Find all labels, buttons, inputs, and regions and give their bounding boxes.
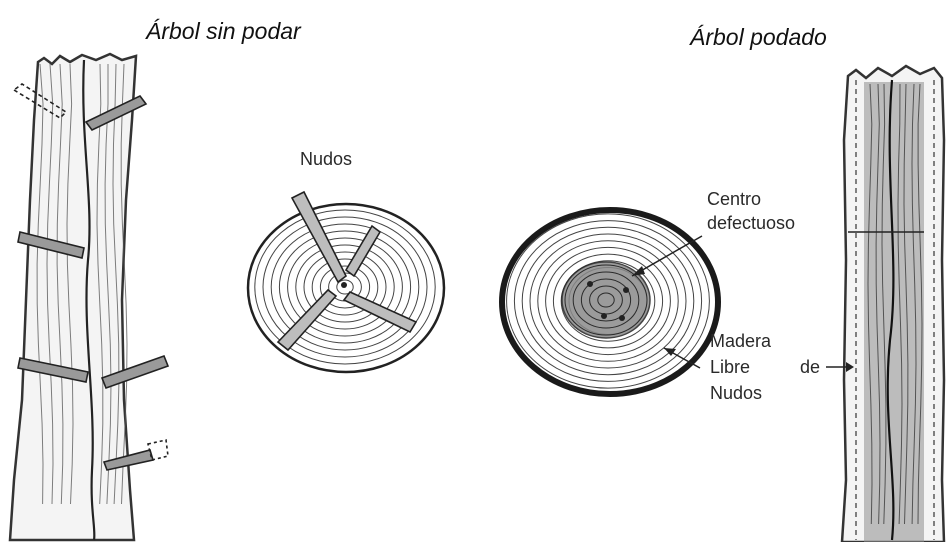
clear-wood-label-line1: Madera xyxy=(710,331,772,351)
wood-grain-line xyxy=(120,63,128,505)
growth-ring xyxy=(336,279,354,295)
growth-ring xyxy=(262,216,428,358)
defective-core xyxy=(561,261,651,339)
growth-ring xyxy=(545,246,671,356)
wood-grain-line xyxy=(66,63,74,505)
growth-ring xyxy=(287,237,403,337)
defective-center-label-line1: Centro xyxy=(707,189,762,209)
clear-wood-label-line2-suffix: de xyxy=(800,357,821,377)
growth-ring xyxy=(270,223,420,351)
branch-stub xyxy=(84,94,148,132)
wood-grain-line xyxy=(881,83,887,525)
wood-grain-line xyxy=(46,63,54,505)
knots-label: Nudos xyxy=(300,149,353,169)
branch-stub xyxy=(12,83,68,120)
growth-ring xyxy=(311,258,379,316)
wood-grain-line xyxy=(96,63,104,505)
wood-grain-line xyxy=(903,83,909,525)
wood-grain-line xyxy=(56,63,64,505)
clear-wood-label-line2: Libre xyxy=(710,357,751,377)
growth-ring xyxy=(597,292,615,308)
wood-grain-line xyxy=(875,83,881,525)
wood-grain-line xyxy=(917,83,923,525)
growth-ring xyxy=(552,253,664,349)
wood-grain-line xyxy=(36,63,44,505)
growth-ring xyxy=(564,264,648,336)
wood-grain-line xyxy=(112,63,120,505)
growth-ring xyxy=(560,260,656,342)
pruned-trunk xyxy=(840,64,946,542)
growth-ring xyxy=(278,230,412,344)
clear-wood-label-line3: Nudos xyxy=(710,383,763,403)
wood-grain-line xyxy=(104,64,112,505)
growth-ring xyxy=(295,244,395,330)
branch-stub xyxy=(100,354,170,390)
growth-ring xyxy=(254,209,436,365)
growth-ring xyxy=(513,220,703,382)
defective-center-arrow xyxy=(631,235,703,277)
wood-grain-line xyxy=(867,83,873,525)
wood-grain-line xyxy=(911,83,917,525)
unpruned-cross-section xyxy=(246,190,446,374)
branch-stub xyxy=(17,231,85,259)
unpruned-trunk-branches xyxy=(12,83,170,471)
knot-branches xyxy=(276,190,418,352)
unpruned-tree-title: Árbol sin podar xyxy=(146,18,301,44)
pruned-tree-title: Árbol podado xyxy=(690,24,827,50)
growth-ring xyxy=(303,251,387,323)
growth-ring xyxy=(319,265,371,309)
branch-stub xyxy=(17,357,89,383)
growth-ring xyxy=(506,213,710,389)
unpruned-trunk xyxy=(8,52,138,542)
branch-stub xyxy=(147,439,169,461)
wood-grain-line xyxy=(897,83,903,525)
pruned-cross-section xyxy=(499,207,721,397)
growth-ring xyxy=(572,271,640,329)
growth-ring xyxy=(521,226,695,376)
growth-ring xyxy=(580,278,632,322)
growth-ring xyxy=(529,233,687,369)
growth-ring xyxy=(537,240,679,362)
defective-center-label-line2: defectuoso xyxy=(707,213,796,233)
